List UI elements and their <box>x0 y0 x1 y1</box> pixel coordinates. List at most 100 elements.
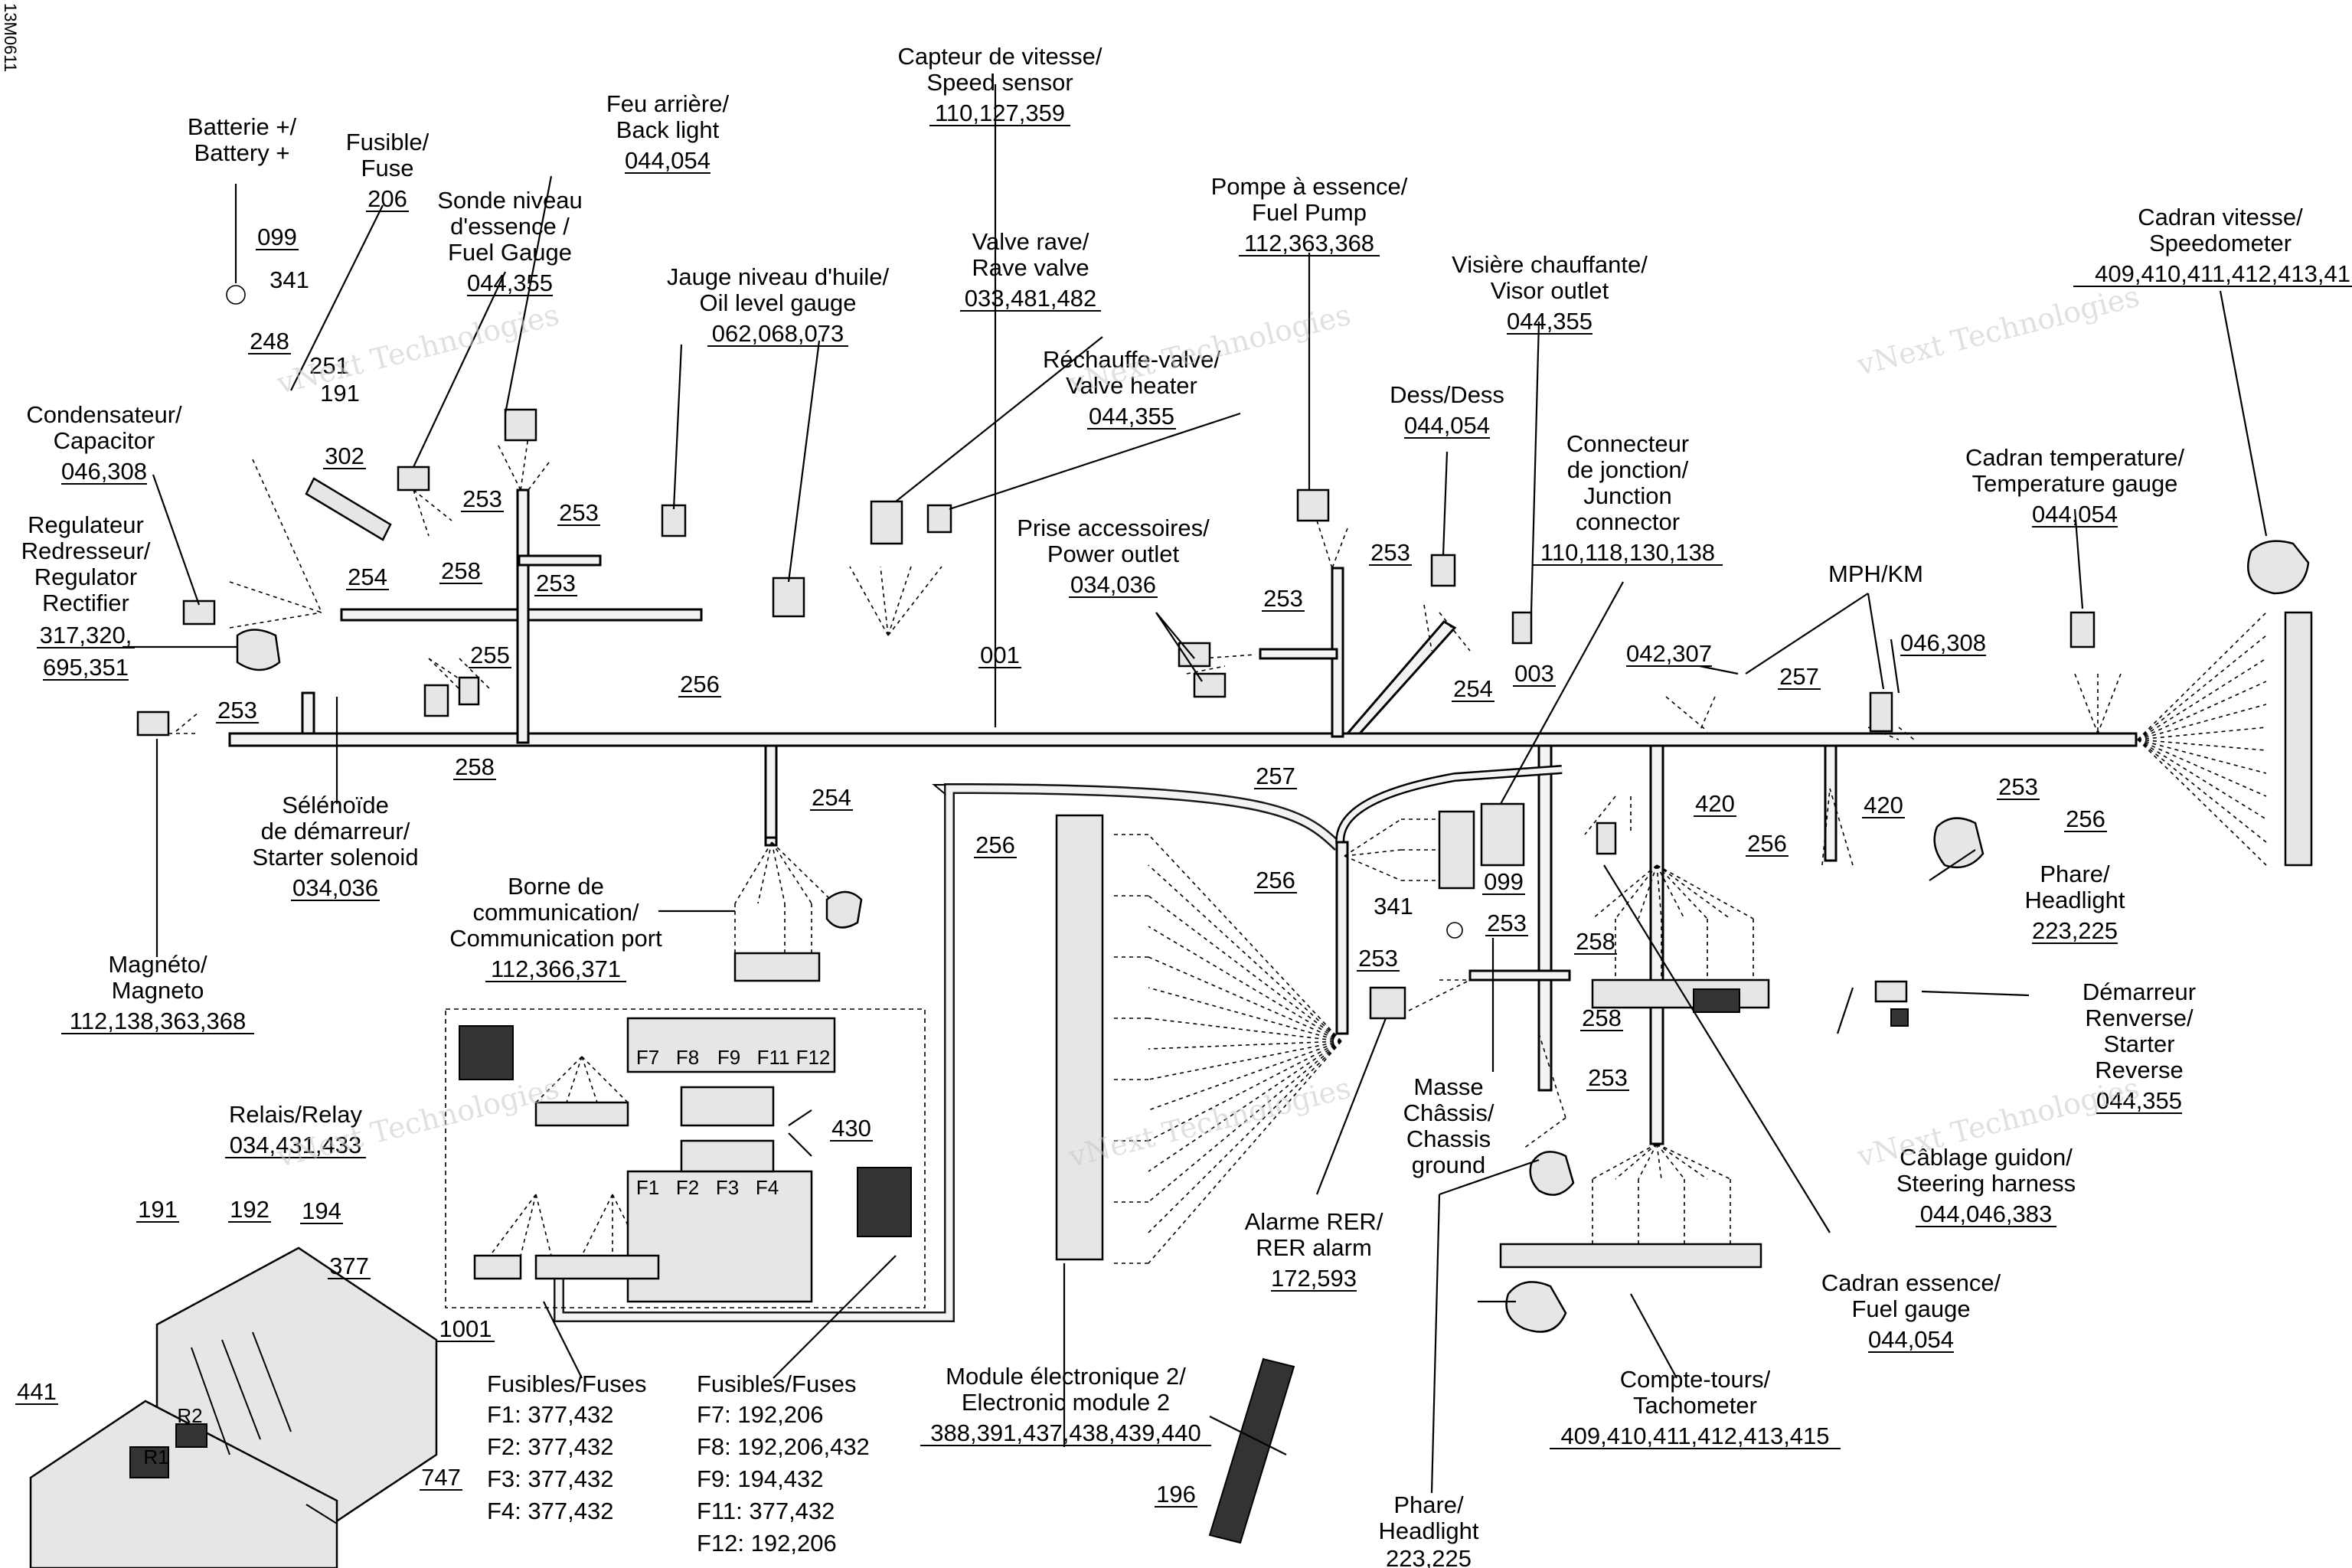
visor-outlet-connector <box>1511 611 1533 645</box>
fuse-left-2: F2: 377,432 <box>487 1433 613 1460</box>
fuel-gauge-label-2: Fuel gauge <box>1851 1295 1970 1322</box>
harness-254-a: 254 <box>348 564 387 590</box>
harness-256-b: 256 <box>975 831 1015 858</box>
fuses-right-title: Fusibles/Fuses <box>697 1370 856 1397</box>
harness-256-c: 256 <box>1256 867 1295 893</box>
fuse-left-4: F4: 377,432 <box>487 1498 613 1524</box>
ref-302: 302 <box>325 443 364 469</box>
temp-gauge-ref: 044,054 <box>2032 501 2118 528</box>
back-light-connector <box>504 408 537 442</box>
fuse-label-1: Fusible/ <box>346 129 430 155</box>
ecm2-module <box>1208 1357 1295 1544</box>
speed-sensor-label-1: Capteur de vitesse/ <box>897 43 1102 70</box>
comm-port-block <box>733 952 821 982</box>
comm-port-label-1: Borne de <box>508 873 604 900</box>
valve-heater-label-2: Valve heater <box>1066 372 1197 399</box>
valve-heater-connector <box>926 504 952 534</box>
ground-label-4: ground <box>1412 1152 1486 1178</box>
power-outlet-ref: 034,036 <box>1070 571 1156 598</box>
figure-code: 13M0611 <box>1 3 20 72</box>
harness-253-e: 253 <box>1263 585 1303 612</box>
valve-heater-ref: 044,355 <box>1089 403 1174 430</box>
slot-f1: F1 <box>636 1176 659 1199</box>
steering-label-2: Steering harness <box>1896 1170 2076 1197</box>
mph-km-label: MPH/KM <box>1828 560 1923 587</box>
harness-253-b: 253 <box>559 499 599 526</box>
slot-f11: F11 <box>757 1046 790 1069</box>
ref-251: 251 <box>309 352 349 379</box>
headlight-r-ref: 223,225 <box>2032 917 2118 944</box>
valve-heater-label-1: Réchauffe-valve/ <box>1043 346 1220 373</box>
fuse-block-top <box>626 1017 836 1073</box>
starter-reverse-ref: 044,355 <box>2096 1087 2182 1114</box>
starter-solenoid-label-2: de démarreur/ <box>261 818 410 844</box>
mph-km-switch <box>1869 691 1893 733</box>
harness-001: 001 <box>980 642 1020 668</box>
ref-191-b: 191 <box>138 1196 178 1223</box>
fuse-left-3: F3: 377,432 <box>487 1465 613 1492</box>
regulator-ref-2: 695,351 <box>43 654 129 681</box>
temp-gauge-label-1: Cadran temperature/ <box>1965 444 2184 471</box>
speed-sensor-ref: 110,127,359 <box>935 100 1065 126</box>
fuse-holder <box>305 477 392 541</box>
ground-label-2: Châssis/ <box>1403 1099 1494 1126</box>
starter-solenoid-label-1: Sélénoïde <box>282 792 389 818</box>
harness-258-a: 258 <box>441 557 481 584</box>
tachometer-connector <box>1505 1281 1567 1333</box>
speedometer-label-1: Cadran vitesse/ <box>2138 204 2303 230</box>
steering-label-1: Câblage guidon/ <box>1900 1144 2073 1171</box>
headlight-b-label-1: Phare/ <box>1393 1491 1464 1518</box>
harness-254-b: 254 <box>812 784 851 811</box>
back-light-label-1: Feu arrière/ <box>606 90 730 117</box>
watermarks: vNext Technologies vNext Technologies vN… <box>273 279 2143 1174</box>
slot-f2: F2 <box>676 1176 699 1199</box>
harness-numbers: 001 003 253 253 253 253 253 253 253 253 … <box>216 485 2107 1091</box>
ground-label-3: Chassis <box>1406 1125 1491 1152</box>
slot-f12: F12 <box>796 1046 831 1069</box>
starter-reverse-connector <box>1890 1008 1909 1027</box>
steering-connector <box>1693 988 1740 1013</box>
ref-341-b: 341 <box>1374 893 1413 920</box>
power-outlet-label-1: Prise accessoires/ <box>1017 514 1210 541</box>
harness-256-a: 256 <box>680 671 720 697</box>
ref-441: 441 <box>17 1378 57 1405</box>
watermark-5: vNext Technologies <box>1065 1071 1354 1174</box>
harness-256-d: 256 <box>1747 830 1787 857</box>
fuel-gauge-connector <box>1596 822 1617 855</box>
back-light-ref: 044,054 <box>625 147 710 174</box>
starter-solenoid-ref: 034,036 <box>292 874 378 901</box>
fuel-sensor-label-3: Fuel Gauge <box>448 239 572 266</box>
relay-ref: 034,431,433 <box>230 1132 361 1158</box>
ref-099-b: 099 <box>1484 868 1524 895</box>
main-harness <box>228 488 2138 1322</box>
ref-430: 430 <box>831 1115 871 1142</box>
visor-ref: 044,355 <box>1507 308 1592 335</box>
magneto-connector <box>136 710 170 737</box>
speedometer-ref: 409,410,411,412,413,41 <box>2095 260 2350 287</box>
harness-257-a: 257 <box>1256 763 1295 789</box>
fuse-left-1: F1: 377,432 <box>487 1401 613 1428</box>
slot-f4: F4 <box>756 1176 779 1199</box>
slot-f3: F3 <box>716 1176 739 1199</box>
headlight-r-label-2: Headlight <box>2025 887 2125 913</box>
comm-port-label-3: Communication port <box>449 925 662 952</box>
relay-2 <box>857 1167 912 1237</box>
relay-label: Relais/Relay <box>229 1101 363 1128</box>
junction-label-1: Connecteur <box>1566 430 1689 457</box>
harness-253-h: 253 <box>1487 910 1527 936</box>
starter-reverse-label-3: Starter <box>2103 1031 2174 1057</box>
junction-label-4: connector <box>1576 508 1680 535</box>
back-light-label-2: Back light <box>616 116 720 143</box>
headlight-b-ref: 223,225 <box>1386 1545 1472 1568</box>
regulator-label-1: Regulateur <box>28 511 144 538</box>
ecm2-ref: 388,391,437,438,439,440 <box>930 1419 1200 1446</box>
ref-377: 377 <box>329 1253 369 1279</box>
fuse-block-bottom <box>626 1170 813 1303</box>
ref-248: 248 <box>250 328 289 354</box>
capacitor-label-1: Condensateur/ <box>26 401 182 428</box>
slot-f7: F7 <box>636 1046 659 1069</box>
labels: Batterie +/ Battery + 099 341 Fusible/ F… <box>15 43 2352 1568</box>
rer-alarm-label-2: RER alarm <box>1256 1234 1372 1261</box>
chassis-ground-ring <box>1446 922 1463 939</box>
rave-valve-label-2: Rave valve <box>972 254 1089 281</box>
